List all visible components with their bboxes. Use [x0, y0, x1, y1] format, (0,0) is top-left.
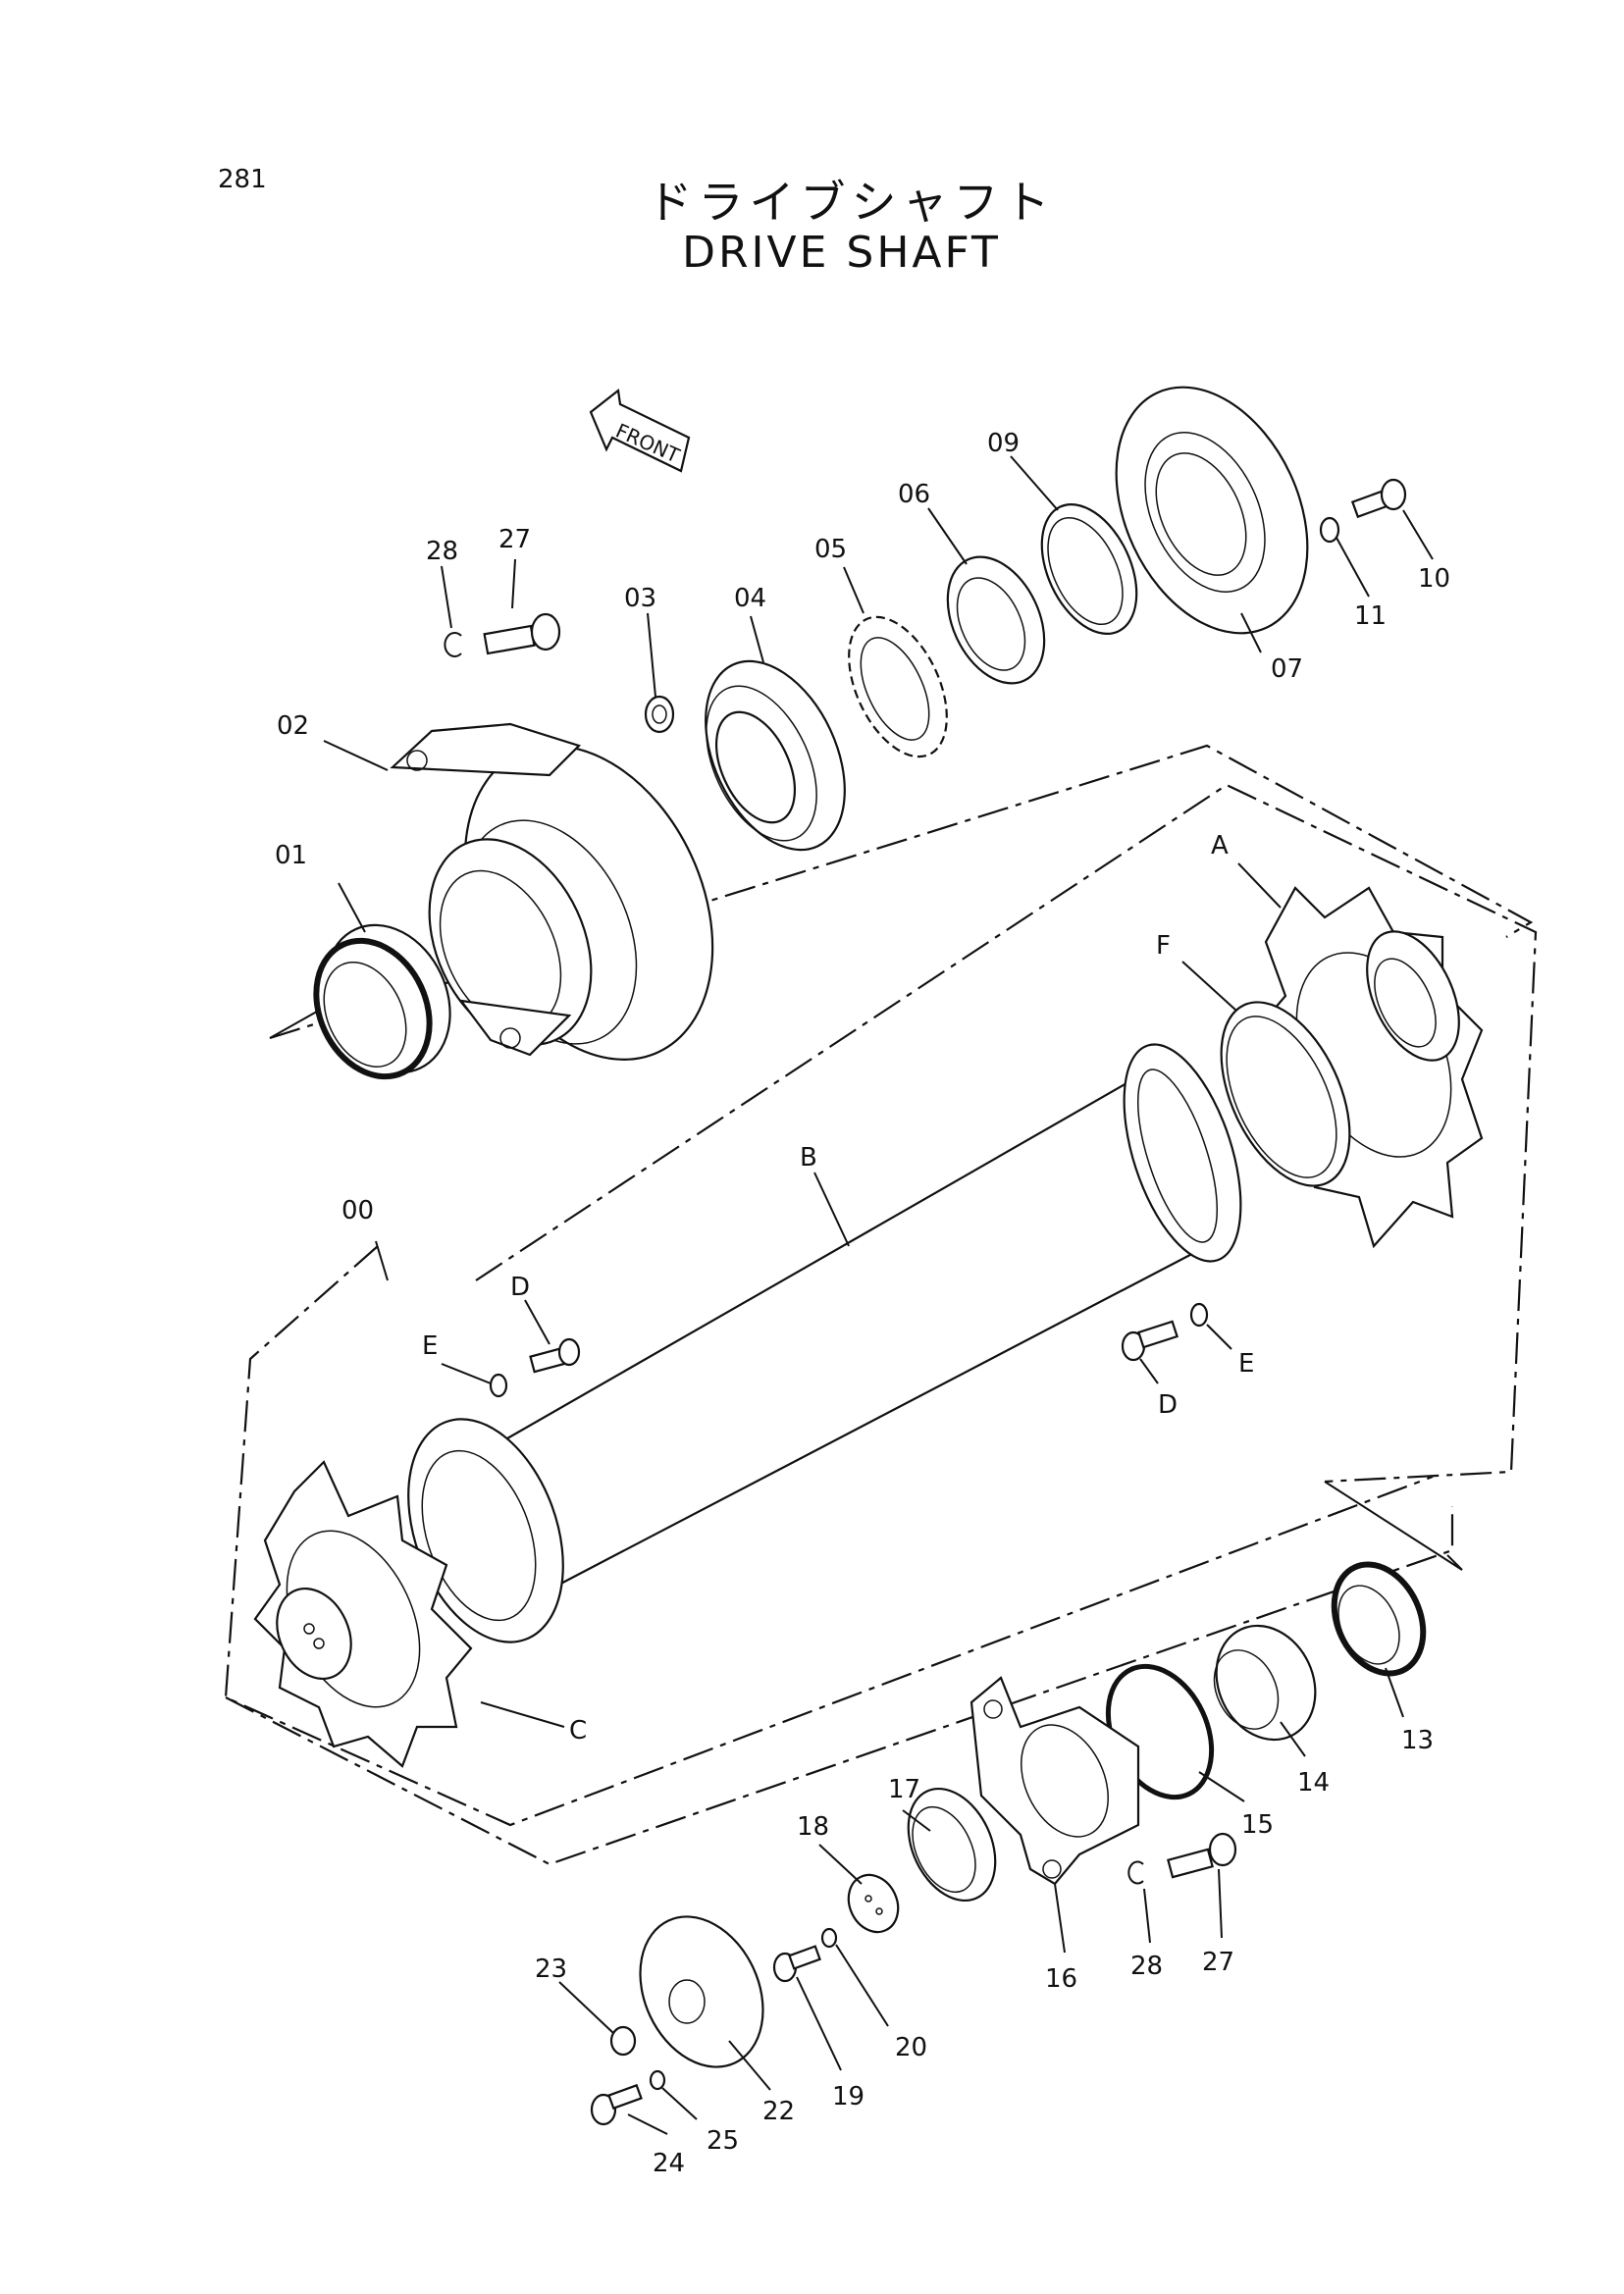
part-10-bolt: [1350, 478, 1407, 519]
bolt-d-right: [1121, 1320, 1179, 1362]
part-28-lower-washer: [1127, 1860, 1144, 1885]
callout-13: 13: [1401, 1726, 1434, 1755]
callout-19: 19: [832, 2082, 864, 2112]
lower-bracket-line: [1324, 1481, 1463, 1571]
callout-28-lower: 28: [1130, 1952, 1163, 1981]
sprocket-c: [253, 1460, 473, 1768]
leader-lines: [323, 455, 1434, 2135]
callout-d-left: D: [510, 1273, 530, 1302]
part-22-cover: [639, 1915, 764, 2068]
part-05-lock-washer: [848, 615, 948, 758]
callout-02: 02: [277, 711, 309, 741]
part-07-cover: [1115, 386, 1309, 635]
callout-24: 24: [653, 2149, 685, 2178]
ring-f: [1220, 1001, 1351, 1187]
callout-d-right: D: [1158, 1390, 1178, 1420]
callout-05: 05: [814, 535, 847, 564]
callout-f: F: [1156, 931, 1171, 961]
callout-a: A: [1211, 831, 1229, 860]
part-19-bolt: [772, 1945, 821, 1983]
part-01-seal: [313, 923, 451, 1080]
washer-e-left: [489, 1373, 508, 1398]
front-arrow-icon: FRONT: [589, 388, 691, 473]
callout-labels: 01 02 28 27 03 04 05 06 09 07 11 10 A F …: [275, 429, 1450, 2178]
callout-18: 18: [797, 1812, 829, 1842]
callout-25: 25: [707, 2126, 739, 2156]
callout-16: 16: [1045, 1964, 1077, 1994]
part-28-upper-washer: [444, 632, 462, 657]
callout-14: 14: [1297, 1768, 1330, 1798]
callout-28-upper: 28: [426, 537, 458, 566]
page-number: 281: [218, 165, 267, 194]
part-20-washer: [820, 1927, 838, 1949]
part-27-lower-bolt: [1167, 1832, 1237, 1879]
shaft-b: [498, 1043, 1242, 1591]
callout-00: 00: [341, 1196, 374, 1225]
upper-assembly-outline-2: [475, 783, 1538, 1484]
callout-04: 04: [734, 584, 766, 613]
callout-e-left: E: [422, 1331, 438, 1361]
part-02-housing: [390, 722, 714, 1061]
callout-20: 20: [895, 2033, 927, 2062]
callout-23: 23: [535, 1955, 567, 1984]
callout-09: 09: [987, 429, 1020, 458]
part-03-fitting: [644, 695, 675, 734]
part-06-lock-nut: [946, 555, 1046, 685]
part-16-housing: [969, 1676, 1140, 1886]
part-18-plate: [847, 1873, 900, 1934]
callout-06: 06: [898, 480, 930, 509]
callout-27-lower: 27: [1202, 1948, 1234, 1977]
washer-e-right: [1189, 1302, 1209, 1328]
diagram-title-japanese: ドライブシャフト: [647, 176, 1056, 229]
callout-b: B: [800, 1143, 817, 1173]
part-27-upper-bolt: [483, 612, 561, 655]
part-09-ring: [1040, 503, 1138, 635]
callout-03: 03: [624, 584, 656, 613]
part-04-bearing: [705, 659, 846, 852]
callout-07: 07: [1271, 654, 1303, 684]
part-25-washer: [649, 2069, 666, 2091]
callout-15: 15: [1241, 1810, 1274, 1840]
part-17-bearing: [907, 1787, 997, 1903]
callout-e-right: E: [1238, 1349, 1254, 1379]
part-11-washer: [1319, 516, 1340, 544]
callout-c: C: [569, 1716, 587, 1746]
part-13-seal: [1331, 1561, 1427, 1677]
diagram-title-english: DRIVE SHAFT: [682, 228, 1001, 278]
upper-assembly-outline: [269, 744, 1534, 1040]
part-24-bolt: [590, 2083, 643, 2126]
lower-assembly-outline: [225, 1506, 1454, 1866]
sprocket-a: [1254, 886, 1484, 1249]
bolt-d-left: [529, 1337, 581, 1374]
callout-17: 17: [888, 1775, 920, 1804]
part-23-plug: [609, 2025, 637, 2057]
callout-22: 22: [762, 2097, 795, 2126]
callout-11: 11: [1354, 601, 1387, 631]
callout-27-upper: 27: [498, 525, 531, 554]
main-assembly-outline: [224, 1245, 1434, 1827]
callout-10: 10: [1418, 564, 1450, 594]
callout-01: 01: [275, 841, 307, 870]
